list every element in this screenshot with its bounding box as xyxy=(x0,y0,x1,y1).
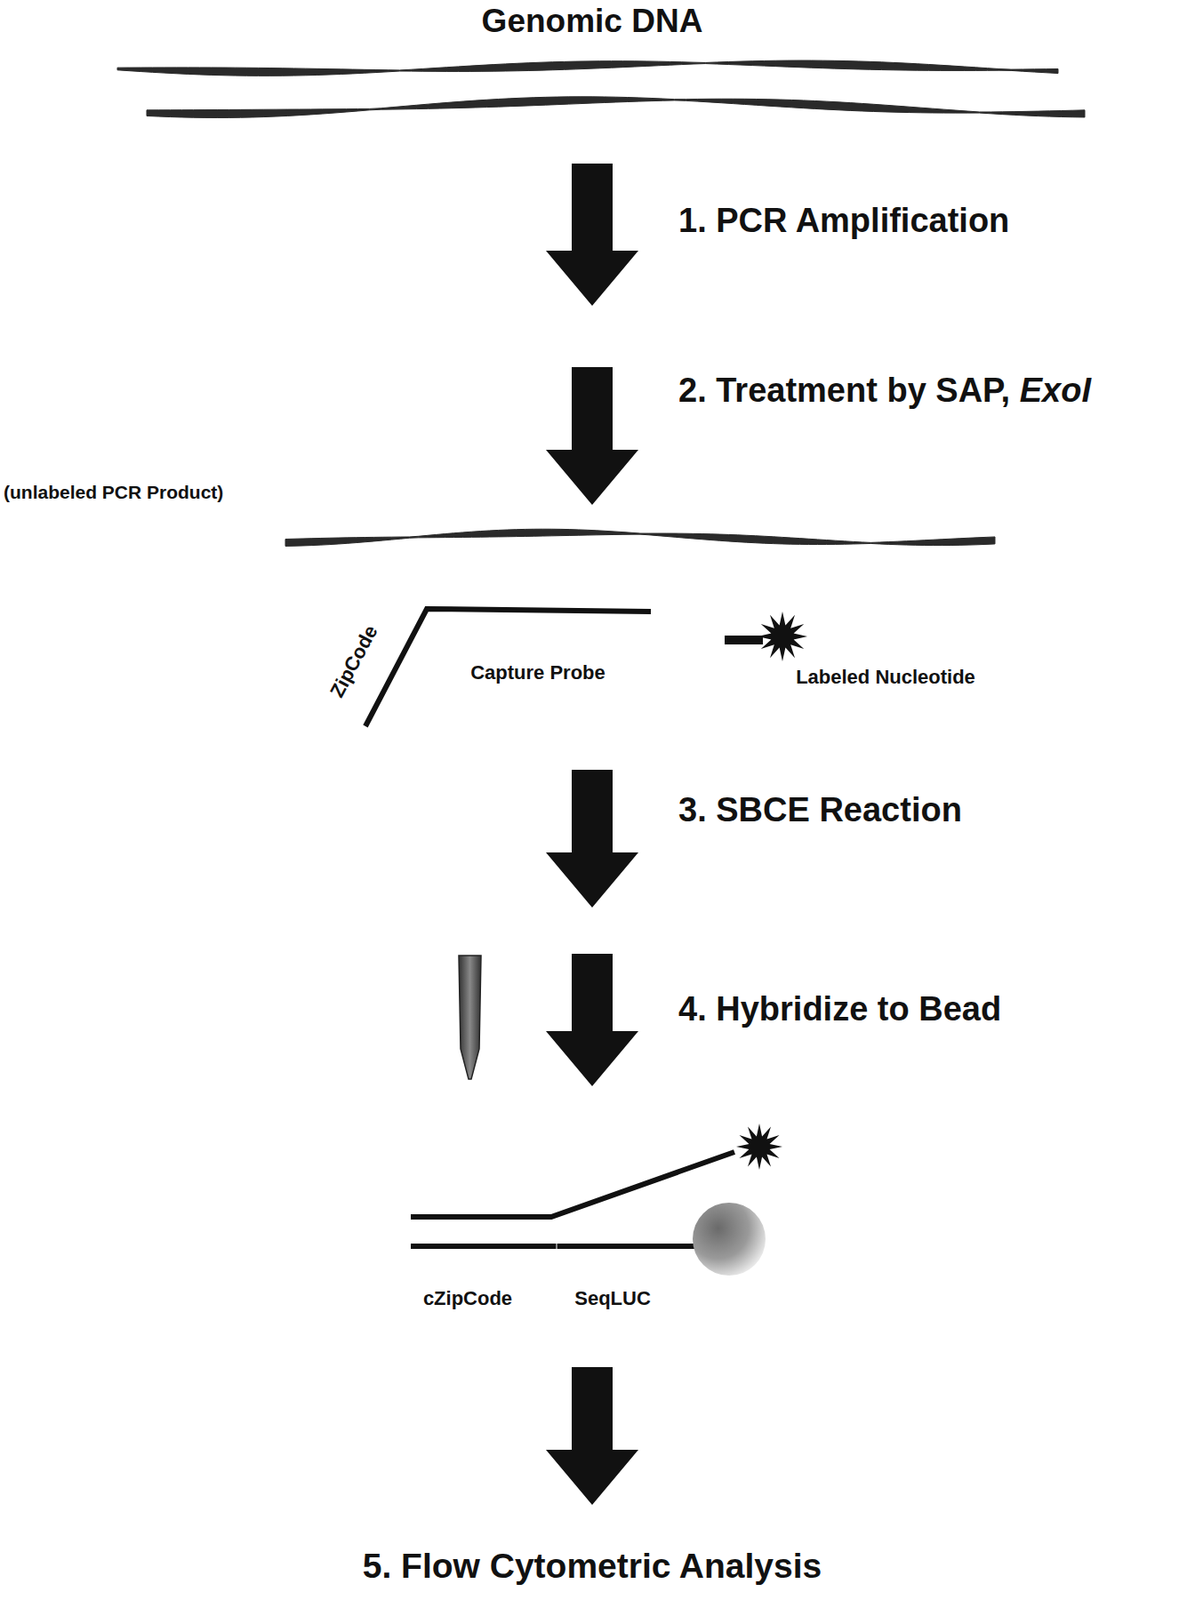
dna-strands xyxy=(117,60,1085,546)
sequence-junction xyxy=(556,1243,558,1250)
bead-oligo xyxy=(410,1243,703,1250)
step-label: 2. Treatment by SAP, ExoI xyxy=(678,371,1091,411)
step-label: 4. Hybridize to Bead xyxy=(678,990,1002,1030)
probe-part-label: ZipCode xyxy=(325,621,383,702)
step-arrow xyxy=(545,1367,639,1506)
nucleotide-label: Labeled Nucleotide xyxy=(795,665,976,689)
sequence-label: SeqLUC xyxy=(574,1287,651,1310)
dna-strand xyxy=(117,60,1059,76)
step-label: 1. PCR Amplification xyxy=(678,201,1010,241)
nucleotide-stem xyxy=(724,635,763,645)
probe-label: Capture Probe xyxy=(470,661,606,684)
product-label: (unlabeled PCR Product) xyxy=(3,481,224,504)
heading: Genomic DNA xyxy=(481,2,704,41)
dna-strand xyxy=(146,96,1085,119)
step-arrow xyxy=(545,954,639,1087)
step-arrow xyxy=(545,769,639,908)
dna-strand xyxy=(285,529,995,546)
fluorescent-label xyxy=(757,611,808,662)
extended-probe xyxy=(410,1152,735,1218)
microsphere-bead xyxy=(692,1203,766,1276)
sequence-label: cZipCode xyxy=(423,1287,513,1310)
step-arrow xyxy=(545,367,639,506)
fluorescent-label xyxy=(736,1123,783,1171)
step-label: 3. SBCE Reaction xyxy=(678,791,963,831)
step-label: 5. Flow Cytometric Analysis xyxy=(362,1547,823,1588)
reaction-tube xyxy=(458,955,482,1080)
capture-probe xyxy=(365,609,651,727)
step-arrow xyxy=(545,163,639,306)
